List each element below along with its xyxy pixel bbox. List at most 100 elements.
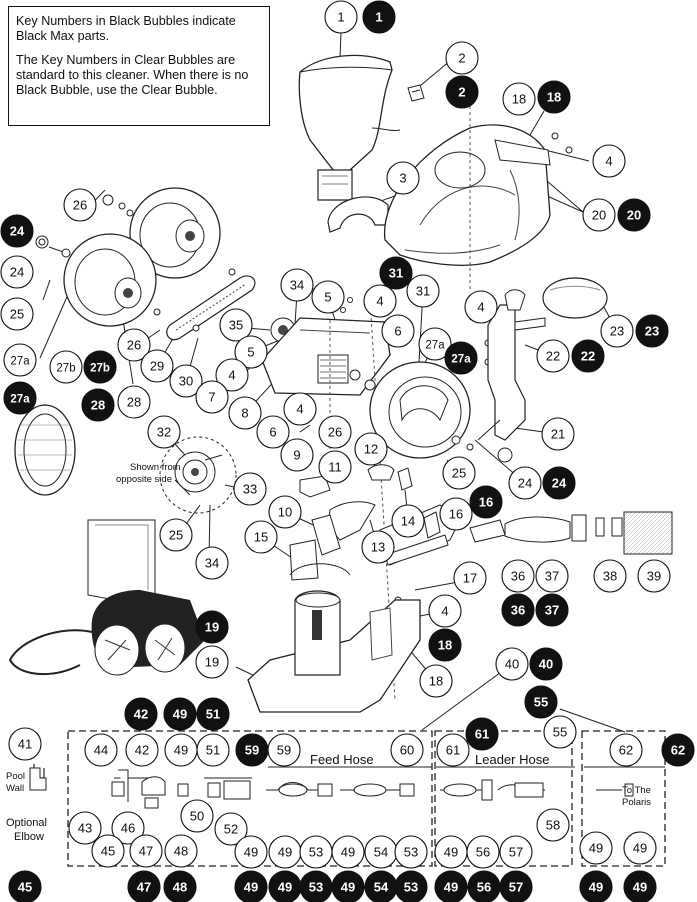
clear-bubble-59: 59 — [267, 733, 301, 767]
clear-bubble-51: 51 — [196, 733, 230, 767]
bag-collar-part — [327, 196, 389, 233]
bubble-number: 51 — [206, 743, 220, 758]
black-bubble-53: 53 — [394, 870, 428, 902]
bubble-number: 4 — [296, 402, 303, 417]
bubble-number: 53 — [404, 880, 418, 895]
bubble-number: 48 — [174, 844, 188, 859]
bubble-number: 47 — [137, 880, 151, 895]
black-bubble-53: 53 — [299, 870, 333, 902]
tail-hose-parts — [469, 511, 673, 555]
black-bubble-49: 49 — [331, 870, 365, 902]
bubble-number: 53 — [309, 845, 323, 860]
bubble-number: 5 — [247, 345, 254, 360]
black-bubble-55: 55 — [524, 685, 558, 719]
clear-bubble-62: 62 — [609, 733, 643, 767]
black-bubble-19: 19 — [195, 610, 229, 644]
clear-bubble-23: 23 — [600, 314, 634, 348]
clear-bubble-8: 8 — [228, 396, 262, 430]
gear-assembly-part — [159, 436, 237, 514]
clear-bubble-34: 34 — [280, 268, 314, 302]
bubble-number: 36 — [511, 603, 525, 618]
bubble-number: 37 — [545, 603, 559, 618]
to-the-label: To The — [622, 785, 651, 796]
bubble-number: 40 — [539, 657, 553, 672]
assembled-cleaner-image — [8, 519, 205, 676]
bubble-number: 51 — [206, 707, 220, 722]
base-part — [247, 590, 421, 713]
clear-bubble-25: 25 — [0, 297, 34, 331]
bubble-number: 38 — [603, 569, 617, 584]
bubble-number: 45 — [18, 880, 32, 895]
leader-hose-label: Leader Hose — [475, 752, 549, 767]
clear-bubble-49: 49 — [234, 835, 268, 869]
clear-bubble-1: 1 — [324, 0, 358, 34]
bubble-number: 37 — [545, 569, 559, 584]
clear-bubble-47: 47 — [129, 834, 163, 868]
black-bubble-23: 23 — [635, 314, 669, 348]
clear-bubble-7: 7 — [195, 380, 229, 414]
clear-bubble-57: 57 — [499, 835, 533, 869]
black-bubble-22: 22 — [571, 339, 605, 373]
clear-bubble-56: 56 — [466, 835, 500, 869]
bubble-number: 26 — [73, 198, 87, 213]
bubble-number: 24 — [518, 476, 532, 491]
bubble-number: 40 — [505, 657, 519, 672]
clear-bubble-26: 26 — [117, 328, 151, 362]
clear-bubble-17: 17 — [453, 561, 487, 595]
bubble-number: 25 — [10, 307, 24, 322]
clear-bubble-42: 42 — [125, 733, 159, 767]
bubble-number: 18 — [438, 638, 452, 653]
polaris-label: Polaris — [622, 797, 651, 808]
bubble-number: 44 — [94, 743, 108, 758]
bubble-number: 49 — [444, 845, 458, 860]
bubble-number: 31 — [416, 284, 430, 299]
clear-bubble-33: 33 — [233, 472, 267, 506]
clear-bubble-5: 5 — [234, 335, 268, 369]
black-bubble-56: 56 — [467, 870, 501, 902]
black-bubble-54: 54 — [364, 870, 398, 902]
bubble-number: 25 — [452, 466, 466, 481]
clear-bubble-4: 4 — [464, 290, 498, 324]
clear-bubble-45: 45 — [91, 834, 125, 868]
bubble-number: 57 — [509, 845, 523, 860]
black-bubble-59: 59 — [235, 733, 269, 767]
bubble-number: 21 — [551, 427, 565, 442]
legend-black-bubbles: Key Numbers in Black Bubbles indicate Bl… — [16, 14, 236, 43]
clear-bubble-54: 54 — [364, 835, 398, 869]
clear-bubble-36: 36 — [501, 559, 535, 593]
clear-bubble-4: 4 — [592, 144, 626, 178]
bubble-number: 62 — [619, 743, 633, 758]
black-bubble-37: 37 — [535, 593, 569, 627]
bubble-number: 24 — [552, 476, 567, 491]
bubble-number: 41 — [18, 737, 32, 752]
right-wheel-part — [369, 361, 474, 459]
clear-bubble-22: 22 — [536, 339, 570, 373]
black-bubble-40: 40 — [529, 647, 563, 681]
clear-bubble-24: 24 — [0, 255, 34, 289]
bubble-number: 60 — [400, 743, 414, 758]
bubble-number: 34 — [205, 556, 219, 571]
clear-bubble-16: 16 — [439, 497, 473, 531]
bubble-number: 61 — [475, 727, 489, 742]
bubble-number: 58 — [546, 818, 560, 833]
clear-bubble-25: 25 — [442, 456, 476, 490]
clear-bubble-55: 55 — [543, 715, 577, 749]
clear-bubble-37: 37 — [535, 559, 569, 593]
feed-hose-label: Feed Hose — [310, 752, 374, 767]
clear-bubble-43: 43 — [68, 811, 102, 845]
clear-bubble-32: 32 — [147, 415, 181, 449]
bubble-number: 42 — [135, 743, 149, 758]
bubble-number: 50 — [190, 809, 204, 824]
clear-bubble-40: 40 — [495, 647, 529, 681]
black-bubble-49: 49 — [623, 870, 657, 902]
bubble-number: 17 — [463, 571, 477, 586]
black-bubble-27a: 27a — [3, 381, 37, 415]
opposite-side-label: opposite side — [116, 474, 172, 485]
rear-assembly-part — [469, 100, 608, 463]
clear-bubble-9: 9 — [280, 438, 314, 472]
bubble-number: 54 — [374, 880, 389, 895]
bubble-number: 31 — [389, 266, 403, 281]
bubble-number: 55 — [553, 725, 567, 740]
black-bubble-16: 16 — [469, 485, 503, 519]
